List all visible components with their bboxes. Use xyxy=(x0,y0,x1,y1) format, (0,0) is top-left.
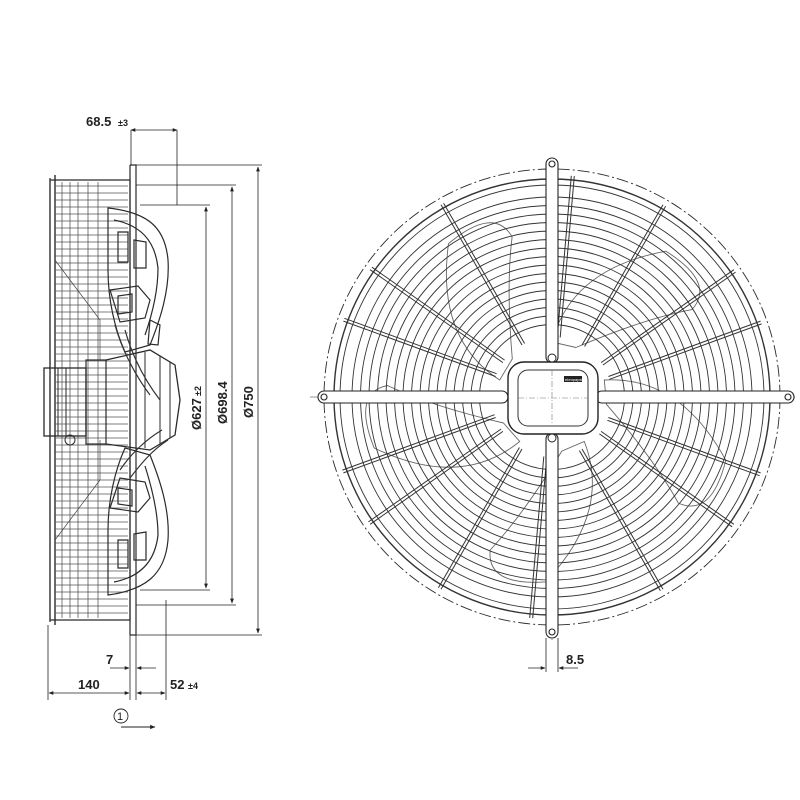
guard-spoke-edge xyxy=(584,205,667,347)
dim-dia-inner: Ø627 xyxy=(189,398,204,430)
side-view-labels: 68.5 ±3 Ø627 ±2 Ø698.4 Ø750 7 140 52 ±4 … xyxy=(78,114,256,723)
side-guard-grille xyxy=(49,175,131,625)
dim-offset-top: 68.5 xyxy=(86,114,111,129)
dim-depth-total: 140 xyxy=(78,677,100,692)
dim-dia-outer: Ø750 xyxy=(241,386,256,418)
guard-spoke xyxy=(608,417,761,474)
fan-blade xyxy=(551,250,701,348)
dim-depth-front-tol: ±4 xyxy=(188,681,198,691)
guard-spoke-edge xyxy=(368,428,502,523)
dim-verticals xyxy=(136,164,262,636)
guard-spoke xyxy=(600,430,735,525)
label-plate-text: ebmpapst xyxy=(565,377,583,382)
fan-blade xyxy=(489,440,593,583)
guard-spoke-edge xyxy=(607,419,760,477)
side-motor xyxy=(43,349,181,451)
guard-spoke xyxy=(608,320,761,377)
guard-spoke xyxy=(600,269,735,364)
dim-flange-gap: 7 xyxy=(106,652,113,667)
side-blade-lower xyxy=(107,429,169,596)
guard-spoke xyxy=(556,175,572,338)
dim-dia-mid: Ø698.4 xyxy=(215,381,230,424)
guard-spoke xyxy=(532,456,548,619)
guard-spoke-edge xyxy=(602,271,736,366)
dim-depth-front: 52 xyxy=(170,677,184,692)
guard-spoke-edge xyxy=(578,450,661,592)
guard-spokes xyxy=(342,175,762,619)
dim-slot-width: 8.5 xyxy=(566,652,584,667)
dim-68-5 xyxy=(130,128,178,205)
fan-blade xyxy=(445,222,513,381)
guard-spoke-edge xyxy=(559,176,575,338)
fan-blade xyxy=(365,385,521,468)
grille-strut xyxy=(54,259,101,360)
airflow-marker xyxy=(113,708,156,730)
front-view-labels: 8.5 ebmpapst xyxy=(565,377,584,667)
side-blade-upper xyxy=(107,207,169,401)
dim-offset-top-tol: ±3 xyxy=(118,118,128,128)
guard-spoke xyxy=(343,417,496,474)
side-view xyxy=(43,128,262,730)
guard-spoke-edge xyxy=(609,323,762,380)
guard-spoke-edge xyxy=(344,317,497,375)
front-blades xyxy=(365,222,727,583)
guard-spoke xyxy=(343,320,496,377)
guard-spoke-edge xyxy=(342,414,495,471)
guard-spoke-edge xyxy=(437,447,520,589)
guard-spoke xyxy=(581,448,664,590)
mount-bars xyxy=(317,157,795,639)
guard-spoke xyxy=(440,204,523,346)
guard-spoke xyxy=(369,430,504,525)
front-motor-hub xyxy=(507,353,599,443)
dim-dia-inner-tol: ±2 xyxy=(193,386,203,396)
guard-spoke-edge xyxy=(371,266,505,361)
guard-spoke-edge xyxy=(443,202,526,344)
label-plate xyxy=(564,376,582,382)
front-view xyxy=(310,157,795,672)
dim-slot xyxy=(528,638,578,672)
dim-bottom xyxy=(47,600,167,700)
guard-spoke xyxy=(581,204,664,346)
guard-spoke-edge xyxy=(529,456,545,618)
guard-spoke-edge xyxy=(599,433,733,528)
side-flange xyxy=(129,164,137,636)
guard-spoke xyxy=(440,448,523,590)
grille-strut xyxy=(54,440,101,541)
guard-spoke xyxy=(369,269,504,364)
airflow-marker-number: 1 xyxy=(117,711,123,723)
